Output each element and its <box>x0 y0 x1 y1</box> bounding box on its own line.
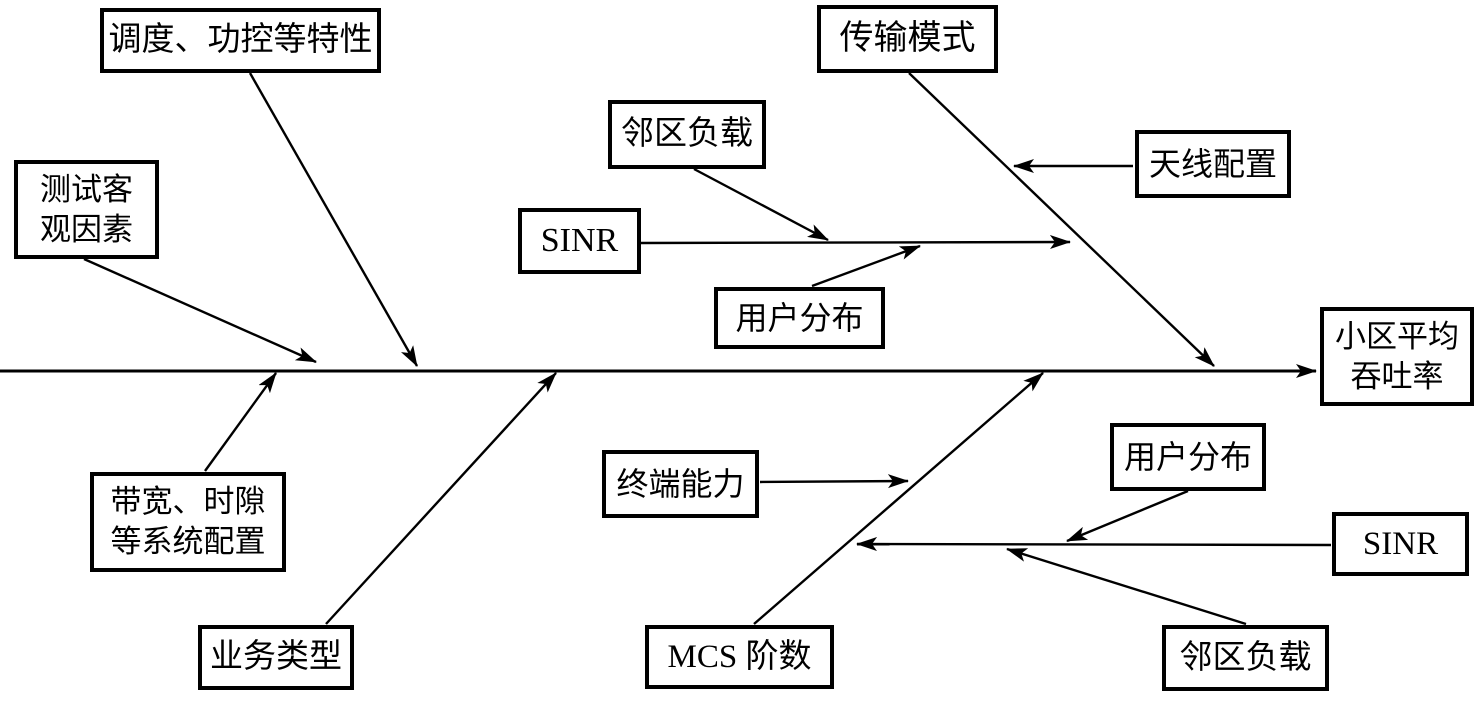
cause-box-neighbor-load-bottom: 邻区负载 <box>1162 625 1329 691</box>
cause-box-bandwidth-config: 带宽、时隙 等系统配置 <box>90 472 286 572</box>
cause-box-scheduling: 调度、功控等特性 <box>100 8 381 73</box>
cause-box-neighbor-load-top: 邻区负载 <box>608 100 766 169</box>
cause-box-mcs-order: MCS 阶数 <box>645 625 834 689</box>
test-objective-arrow <box>83 257 317 364</box>
service-type-arrow <box>325 372 557 625</box>
cause-box-test-objective: 测试客 观因素 <box>14 160 159 259</box>
scheduling-arrow <box>248 72 419 367</box>
user-distribution-bottom-arrow <box>1066 489 1189 543</box>
user-distribution-top-arrow <box>811 244 921 288</box>
cause-box-terminal-capability: 终端能力 <box>602 450 759 518</box>
cause-box-antenna-config: 天线配置 <box>1135 130 1291 198</box>
neighbor-load-bottom-arrow <box>1006 547 1247 626</box>
cause-box-user-distribution-top: 用户分布 <box>714 287 885 349</box>
neighbor-load-top-arrow <box>693 167 829 242</box>
sinr-top-branch-arrow <box>640 235 1071 250</box>
cause-box-service-type: 业务类型 <box>198 625 354 690</box>
bandwidth-arrow <box>204 372 277 472</box>
cause-box-user-distribution-bottom: 用户分布 <box>1110 423 1266 491</box>
mcs-rib-arrow <box>753 372 1044 625</box>
cause-box-sinr-bottom: SINR <box>1332 512 1469 576</box>
cause-box-sinr-top: SINR <box>518 208 641 274</box>
cause-box-transmission-mode: 传输模式 <box>817 5 998 73</box>
effect-box-cell-average-throughput: 小区平均 吞吐率 <box>1320 307 1474 406</box>
sinr-bottom-branch-arrow <box>856 537 1332 552</box>
terminal-capability-arrow <box>759 474 909 489</box>
transmission-mode-rib-arrow <box>908 72 1215 367</box>
